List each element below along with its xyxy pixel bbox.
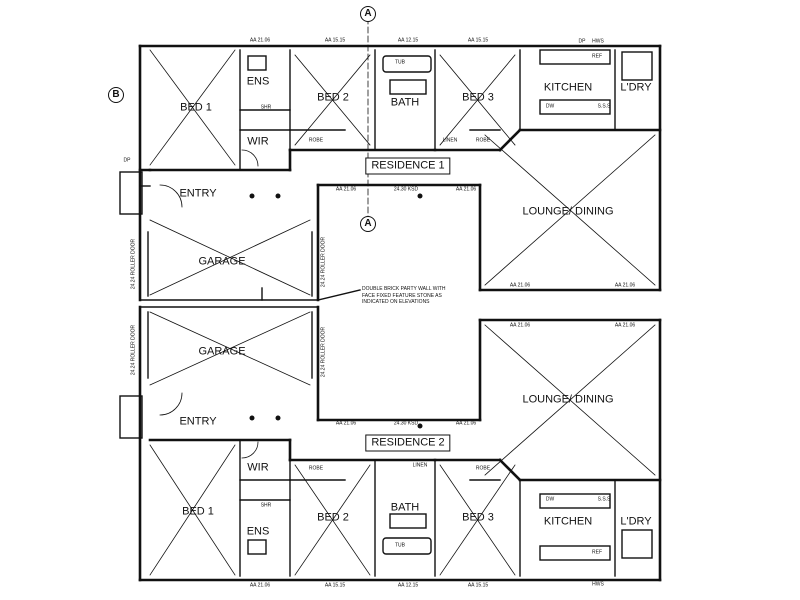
dim-bottom-4: AA 15.15 [467,582,489,589]
section-marker-a-mid: A [360,216,376,232]
residence-2-title: RESIDENCE 2 [365,434,451,452]
dim-bottom-2: AA 15.15 [324,582,346,589]
dim-top-1: AA 21.06 [249,37,271,44]
section-marker-a-top: A [360,6,376,22]
bed-1-lower-label: BED 1 [182,505,214,518]
garage-label: GARAGE [198,255,246,268]
bed-1-label: BED 1 [180,101,212,114]
ensuite-label: ENS [246,75,270,88]
kitchen-lower-label: KITCHEN [543,515,593,528]
dim-lounge-1: AA 21.06 [509,282,531,289]
wir-label: WIR [247,135,269,148]
bath-lower-label: BATH [390,501,420,514]
pier-dots [249,193,423,429]
shr-label: SHR [260,104,272,111]
residence-1-interior [119,49,653,297]
lounge-dining-lower-label: LOUNGE/ DINING [522,393,614,406]
party-wall-note: DOUBLE BRICK PARTY WALL WITH FACE FIXED … [362,286,446,306]
dim-court-bottom-1: AA 21.06 [335,420,357,427]
door-swings [159,149,259,459]
dw-lower-label: DW [545,496,555,503]
wir-lower-label: WIR [247,461,269,474]
bed-2-label: BED 2 [317,91,349,104]
tub-label: TUB [395,59,405,66]
kitchen-label: KITCHEN [543,81,593,94]
residence-1-walls [138,44,662,302]
bed-3-label: BED 3 [462,91,494,104]
dim-roller-door-2: 24.24 ROLLER DOOR [320,236,327,288]
sss-lower-label: S.S.S [597,496,611,503]
dim-top-3: AA 12.15 [397,37,419,44]
residence-2-interior [119,311,653,577]
section-marker-b: B [108,87,124,103]
bed-2-lower-label: BED 2 [317,511,349,524]
dim-roller-door-3: 24.24 ROLLER DOOR [130,324,137,376]
residence-2-walls [138,305,662,582]
bath-label: BATH [390,96,420,109]
robe-lower-label-bed3: ROBE [475,465,491,472]
dw-label: DW [545,103,555,110]
entry-label: ENTRY [179,187,217,200]
hws-lower-label: HWS [592,581,604,588]
party-wall-note-line-1: DOUBLE BRICK PARTY WALL WITH [362,286,446,292]
dim-court-top-1: AA 21.06 [335,186,357,193]
dim-lounge-lower-1: AA 21.06 [509,322,531,329]
laundry-label: L'DRY [620,81,652,94]
laundry-lower-label: L'DRY [620,515,652,528]
party-wall-note-line-2: FACE FIXED FEATURE STONE AS [362,292,442,299]
robe-label-bed3: ROBE [475,137,491,144]
dim-bottom-1: AA 21.06 [249,582,271,589]
ref-label: REF [592,53,602,60]
entry-lower-label: ENTRY [179,415,217,428]
dim-court-bottom-3: AA 21.06 [455,420,477,427]
dim-court-top-3: AA 21.06 [455,186,477,193]
party-wall-note-line-3: INDICATED ON ELEVATIONS [362,299,430,305]
linen-label: LINEN [442,137,458,144]
dim-court-top-2: 24.30 KSD [393,186,419,193]
tub-lower-label: TUB [395,542,405,549]
bed-3-lower-label: BED 3 [462,511,494,524]
dim-roller-door-1: 24.24 ROLLER DOOR [130,238,137,290]
dim-lounge-lower-2: AA 21.06 [614,322,636,329]
dim-roller-door-4: 24.24 ROLLER DOOR [320,326,327,378]
ref-lower-label: REF [592,549,602,556]
sss-label: S.S.S [597,103,611,110]
garage-lower-label: GARAGE [198,345,246,358]
dim-court-bottom-2: 24.30 KSD [393,420,419,427]
party-wall [139,287,361,308]
linen-lower-label: LINEN [412,462,428,469]
residence-1-title: RESIDENCE 1 [365,157,451,175]
residence-2-ceiling-lines [149,311,656,576]
ensuite-lower-label: ENS [246,525,270,538]
dim-lounge-2: AA 21.06 [614,282,636,289]
lounge-dining-label: LOUNGE/ DINING [522,205,614,218]
dim-top-4: AA 15.15 [467,37,489,44]
shr-lower-label: SHR [260,502,272,509]
hws-label: HWS [592,38,604,45]
residence-1-ceiling-lines [149,49,656,296]
robe-lower-label-bed2: ROBE [308,465,324,472]
dp-label: DP [578,38,586,45]
dim-bottom-3: AA 12.15 [397,582,419,589]
dp-side-label: DP [123,157,131,164]
robe-label-bed2: ROBE [308,137,324,144]
dim-top-2: AA 15.15 [324,37,346,44]
